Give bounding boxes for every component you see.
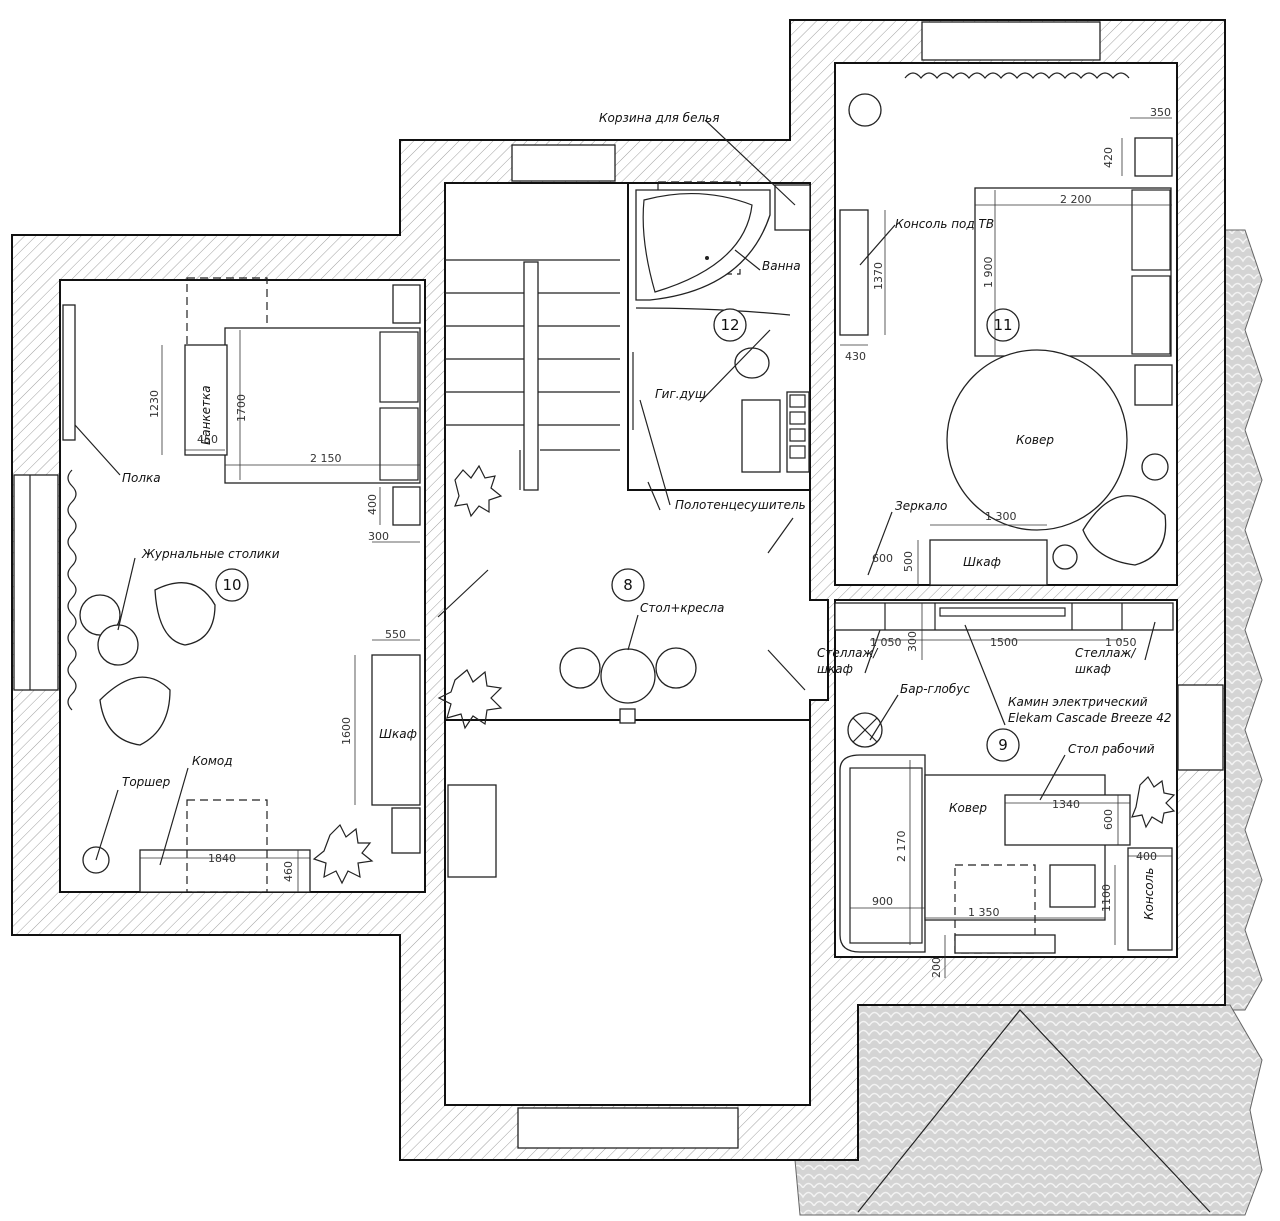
dim-2170: 2 170 xyxy=(895,831,908,863)
dim-1050-a: 1 050 xyxy=(870,636,902,649)
door-10 xyxy=(437,569,489,618)
dim-1700: 1700 xyxy=(235,394,248,422)
label-konsol-9: Консоль xyxy=(1142,868,1156,920)
dim-350: 350 xyxy=(1150,106,1171,119)
label-shkaf-11: Шкаф xyxy=(963,555,1001,569)
label-korzina: Корзина для белья xyxy=(599,111,719,125)
window-top-12 xyxy=(511,144,616,182)
room-8-marker xyxy=(611,568,645,602)
room-9-marker xyxy=(986,728,1020,762)
dim-2200: 2 200 xyxy=(1060,193,1092,206)
dim-1600: 1600 xyxy=(340,717,353,745)
room-12-marker xyxy=(713,308,747,342)
dim-550: 550 xyxy=(385,628,406,641)
stair-opening xyxy=(447,784,497,878)
dim-1350: 1 350 xyxy=(968,906,1000,919)
label-shkaf-10: Шкаф xyxy=(379,727,417,741)
dim-300-b: 300 xyxy=(906,631,919,652)
bedroom-10-furniture xyxy=(62,277,421,893)
dim-1300: 1 300 xyxy=(985,510,1017,523)
dim-600-a: 600 xyxy=(872,552,893,565)
dim-400-b: 400 xyxy=(1136,850,1157,863)
dim-500: 500 xyxy=(902,551,915,572)
room-8-number: 8 xyxy=(623,576,633,594)
window-left-10 xyxy=(13,474,59,691)
label-zhurnalnye: Журнальные столики xyxy=(141,547,280,561)
dim-300-a: 300 xyxy=(368,530,389,543)
room-11-number: 11 xyxy=(993,316,1012,334)
dim-450: 450 xyxy=(197,433,218,446)
window-bottom xyxy=(517,1107,739,1149)
study-9-furniture xyxy=(834,602,1176,954)
label-gigdush: Гиг.душ xyxy=(655,387,706,401)
hall-furniture xyxy=(437,464,697,730)
dim-430: 430 xyxy=(845,350,866,363)
room-9-number: 9 xyxy=(998,736,1008,754)
dim-1340: 1340 xyxy=(1052,798,1080,811)
door-12 xyxy=(647,481,661,511)
door-9 xyxy=(767,649,806,691)
roof-ridge xyxy=(857,1009,1211,1213)
label-polotencesushitel: Полотенцесушитель xyxy=(675,498,806,512)
dimension-lines xyxy=(140,117,1172,978)
label-bar-globus: Бар-глобус xyxy=(900,682,970,696)
label-stellazh-left-1: Стеллаж/ xyxy=(817,646,879,660)
label-stellazh-right-1: Стеллаж/ xyxy=(1075,646,1137,660)
dim-900: 900 xyxy=(872,895,893,908)
window-top-11 xyxy=(921,21,1101,61)
label-stol-rabochiy: Стол рабочий xyxy=(1068,742,1155,756)
dim-1500: 1500 xyxy=(990,636,1018,649)
label-konsol-tv: Консоль под ТВ xyxy=(895,217,994,231)
label-polka: Полка xyxy=(122,471,161,485)
label-zerkalo: Зеркало xyxy=(895,499,947,513)
dim-460: 460 xyxy=(282,861,295,882)
stair-void xyxy=(444,719,811,1106)
dim-2150: 2 150 xyxy=(310,452,342,465)
dim-1900: 1 900 xyxy=(982,257,995,289)
label-kamin-2: Elekam Cascade Breeze 42 xyxy=(1008,711,1172,725)
room-12-number: 12 xyxy=(720,316,739,334)
door-11 xyxy=(767,517,794,554)
stairs xyxy=(445,259,620,491)
label-stol-kresla: Стол+кресла xyxy=(640,601,724,615)
label-banketka: Банкетка xyxy=(199,385,213,445)
dim-400-a: 400 xyxy=(366,494,379,515)
label-stellazh-right-2: шкаф xyxy=(1075,662,1111,676)
label-kamin-1: Камин электрический xyxy=(1008,695,1148,709)
dim-1370: 1370 xyxy=(872,262,885,290)
dim-1050-b: 1 050 xyxy=(1105,636,1137,649)
label-kover-11: Ковер xyxy=(1016,433,1054,447)
dim-600-b: 600 xyxy=(1102,809,1115,830)
dim-200: 200 xyxy=(930,957,943,978)
dim-420: 420 xyxy=(1102,147,1115,168)
room-10-number: 10 xyxy=(222,576,241,594)
room-10-marker xyxy=(215,568,249,602)
label-vanna: Ванна xyxy=(762,259,801,273)
window-right-9 xyxy=(1177,684,1224,771)
dim-1230: 1230 xyxy=(148,390,161,418)
label-komod: Комод xyxy=(192,754,233,768)
roof-bottom xyxy=(794,1004,1263,1216)
dim-1840: 1840 xyxy=(208,852,236,865)
label-torsher: Торшер xyxy=(122,775,171,789)
roof-right xyxy=(1224,229,1263,1011)
label-kover-9: Ковер xyxy=(949,801,987,815)
bathroom-fixtures xyxy=(632,181,811,473)
dim-1100: 1100 xyxy=(1100,884,1113,912)
label-stellazh-left-2: шкаф xyxy=(817,662,853,676)
